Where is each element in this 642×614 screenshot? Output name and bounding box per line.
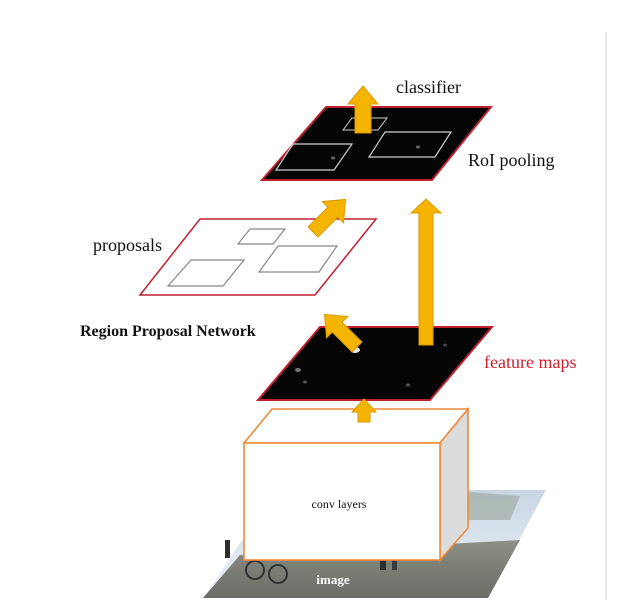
- proposals-plane: [138, 218, 378, 296]
- conv-layers-box: conv layers: [242, 406, 470, 563]
- diagonal-arrow-icon: [307, 198, 347, 238]
- up-arrow-icon: [409, 198, 443, 346]
- roi-pooling-plane: [259, 106, 494, 181]
- conv-box-top: [242, 408, 470, 444]
- proposal-box: [257, 245, 339, 273]
- proposals-label: proposals: [93, 235, 162, 255]
- up-arrow-icon: [350, 398, 378, 423]
- roi-pooling-label: RoI pooling: [468, 150, 555, 170]
- image-label: image: [316, 572, 349, 587]
- feature-maps-label: feature maps: [484, 352, 576, 372]
- feature-maps-plane: [255, 326, 495, 401]
- conv-box-front: [243, 442, 441, 561]
- roi-box: [274, 143, 354, 171]
- roi-box: [342, 117, 388, 131]
- roi-box: [367, 131, 453, 158]
- classifier-label: classifier: [396, 77, 461, 97]
- rpn-label: Region Proposal Network: [80, 323, 256, 340]
- proposal-box: [166, 259, 246, 287]
- conv-layers-label: conv layers: [312, 497, 367, 511]
- diagonal-arrow-icon: [323, 313, 363, 353]
- proposal-box: [236, 228, 287, 245]
- up-arrow-icon: [346, 85, 380, 134]
